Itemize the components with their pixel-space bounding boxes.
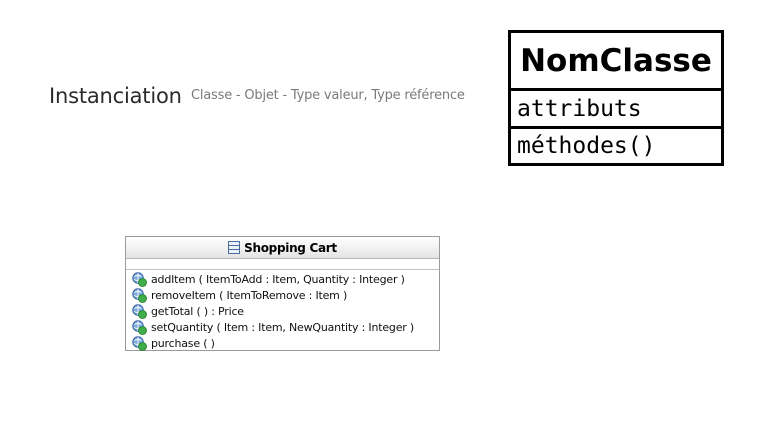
operation-signature: getTotal ( ) : Price: [151, 304, 244, 318]
operation-row[interactable]: removeItem ( ItemToRemove : Item ): [132, 287, 439, 303]
uml-class-template: NomClasse attributs méthodes(): [508, 30, 724, 166]
class-icon: [228, 241, 241, 254]
operation-row[interactable]: setQuantity ( Item : Item, NewQuantity :…: [132, 319, 439, 335]
slide-title: Instanciation: [49, 84, 182, 108]
operations-compartment: addItem ( ItemToAdd : Item, Quantity : I…: [126, 270, 439, 351]
uml-methods: méthodes(): [511, 126, 721, 163]
operation-row[interactable]: getTotal ( ) : Price: [132, 303, 439, 319]
public-operation-icon: [132, 303, 147, 319]
shopping-cart-class[interactable]: Shopping Cart addItem ( ItemToAdd : Item…: [125, 236, 440, 351]
operation-signature: addItem ( ItemToAdd : Item, Quantity : I…: [151, 272, 405, 286]
class-name: Shopping Cart: [244, 240, 337, 255]
slide-subtitle: Classe - Objet - Type valeur, Type référ…: [191, 88, 465, 103]
operation-signature: removeItem ( ItemToRemove : Item ): [151, 288, 348, 302]
uml-attributes: attributs: [511, 88, 721, 126]
operation-row[interactable]: addItem ( ItemToAdd : Item, Quantity : I…: [132, 271, 439, 287]
class-header: Shopping Cart: [126, 237, 439, 259]
attributes-compartment: [126, 259, 439, 270]
public-operation-icon: [132, 271, 147, 287]
public-operation-icon: [132, 319, 147, 335]
public-operation-icon: [132, 335, 147, 351]
public-operation-icon: [132, 287, 147, 303]
operation-signature: purchase ( ): [151, 336, 215, 350]
operation-signature: setQuantity ( Item : Item, NewQuantity :…: [151, 320, 414, 334]
operation-row[interactable]: purchase ( ): [132, 335, 439, 351]
uml-class-name: NomClasse: [520, 42, 712, 79]
